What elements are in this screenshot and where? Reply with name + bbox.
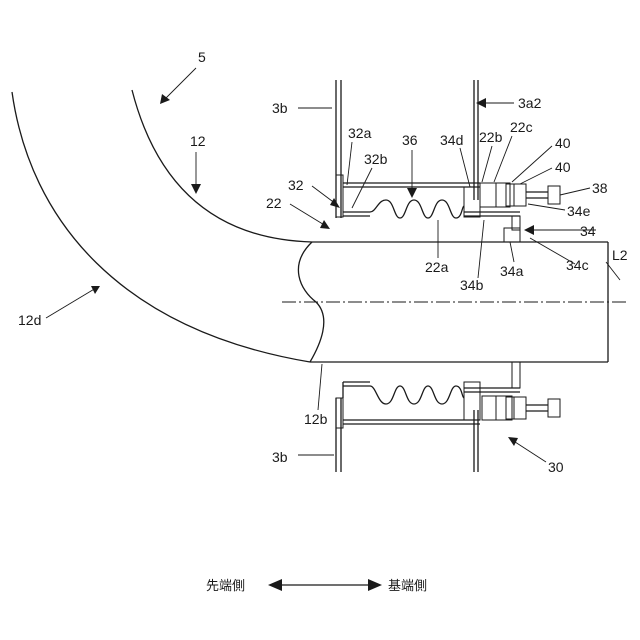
bellows-36-upper <box>370 200 464 218</box>
bellows-36-lower <box>370 386 464 404</box>
label-12: 12 <box>190 133 206 149</box>
label-22: 22 <box>266 195 282 211</box>
direction-right-label: 基端側 <box>388 579 427 594</box>
lower-seal-assembly <box>336 362 560 428</box>
arrowhead-right-icon <box>368 579 382 591</box>
label-22b: 22b <box>479 129 503 145</box>
label-32b: 32b <box>364 151 388 167</box>
arrowhead-left-icon <box>268 579 282 591</box>
label-32: 32 <box>288 177 304 193</box>
label-12b: 12b <box>304 411 328 427</box>
label-34d: 34d <box>440 132 463 148</box>
label-34e: 34e <box>567 203 591 219</box>
direction-left-label: 先端側 <box>206 579 245 594</box>
label-40-b: 40 <box>555 159 571 175</box>
label-40-a: 40 <box>555 135 571 151</box>
label-5: 5 <box>198 49 206 65</box>
label-30: 30 <box>548 459 564 475</box>
label-38: 38 <box>592 180 608 196</box>
label-34b: 34b <box>460 277 484 293</box>
label-32a: 32a <box>348 125 372 141</box>
leader-lines <box>46 68 620 462</box>
label-3b-top: 3b <box>272 100 288 116</box>
label-3a2: 3a2 <box>518 95 542 111</box>
label-22a: 22a <box>425 259 449 275</box>
label-34: 34 <box>580 223 596 239</box>
upper-seal-assembly <box>336 175 560 242</box>
label-12d: 12d <box>18 312 41 328</box>
label-34a: 34a <box>500 263 524 279</box>
label-34c: 34c <box>566 257 589 273</box>
label-22c: 22c <box>510 119 533 135</box>
bent-pipe-12 <box>12 90 312 362</box>
label-L2: L2 <box>612 247 628 263</box>
pipe-outer-curve <box>12 92 310 362</box>
label-36: 36 <box>402 132 418 148</box>
direction-legend: 先端側 基端側 <box>206 579 427 594</box>
label-3b-bottom: 3b <box>272 449 288 465</box>
